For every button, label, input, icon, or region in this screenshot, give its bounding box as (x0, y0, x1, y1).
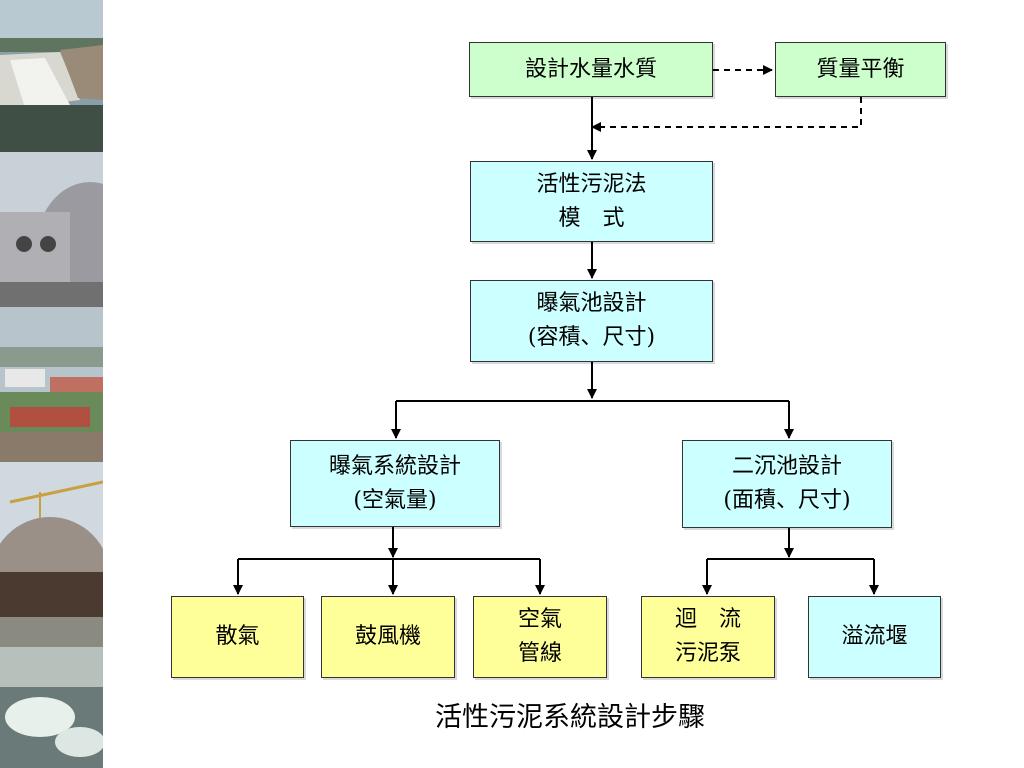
return-sludge-pump-box: 迴 流 污泥泵 (641, 596, 775, 678)
overflow-weir-label: 溢流堰 (841, 624, 908, 649)
model-label-line2: 模 式 (558, 205, 625, 231)
aeration-tank-line2: (容積、尺寸) (527, 325, 656, 350)
air-piping-line1: 空氣 (517, 607, 562, 632)
aeration-tank-line1: 曝氣池設計 (536, 291, 647, 316)
plant-aerial-photo (0, 307, 103, 462)
aeration-system-box: 曝氣系統設計 (空氣量) (290, 440, 500, 527)
design-input-box: 設計水量水質 (469, 42, 713, 97)
dashed-feedback-line (591, 97, 862, 132)
aeration-basin-photo (0, 617, 103, 768)
design-input-label: 設計水量水質 (524, 56, 657, 82)
model-label-line1: 活性污泥法 (536, 171, 647, 197)
blower-box: 鼓風機 (321, 596, 455, 678)
photo-strip (0, 0, 103, 768)
diffuser-box: 散氣 (171, 596, 304, 678)
secondary-clarifier-box: 二沉池設計 (面積、尺寸) (682, 440, 892, 528)
dam-spillway-photo (0, 0, 103, 152)
mass-balance-label: 質量平衡 (816, 56, 905, 82)
diagram-caption: 活性污泥系統設計步驟 (435, 702, 705, 733)
return-pump-line1: 迴 流 (674, 607, 741, 632)
treatment-plant-dome-photo (0, 152, 103, 307)
diffuser-label: 散氣 (215, 624, 260, 649)
construction-crane-photo (0, 462, 103, 617)
air-piping-box: 空氣 管線 (473, 596, 607, 678)
return-pump-line2: 污泥泵 (674, 641, 741, 666)
aeration-tank-box: 曝氣池設計 (容積、尺寸) (470, 280, 713, 362)
blower-label: 鼓風機 (354, 624, 421, 649)
mass-balance-box: 質量平衡 (775, 42, 946, 97)
air-piping-line2: 管線 (517, 641, 562, 666)
aeration-system-line2: (空氣量) (353, 487, 437, 513)
overflow-weir-box: 溢流堰 (808, 596, 941, 678)
aeration-system-line1: 曝氣系統設計 (328, 453, 461, 479)
clarifier-line1: 二沉池設計 (731, 454, 842, 479)
activated-sludge-model-box: 活性污泥法 模 式 (470, 161, 713, 242)
clarifier-line2: (面積、尺寸) (723, 488, 851, 513)
